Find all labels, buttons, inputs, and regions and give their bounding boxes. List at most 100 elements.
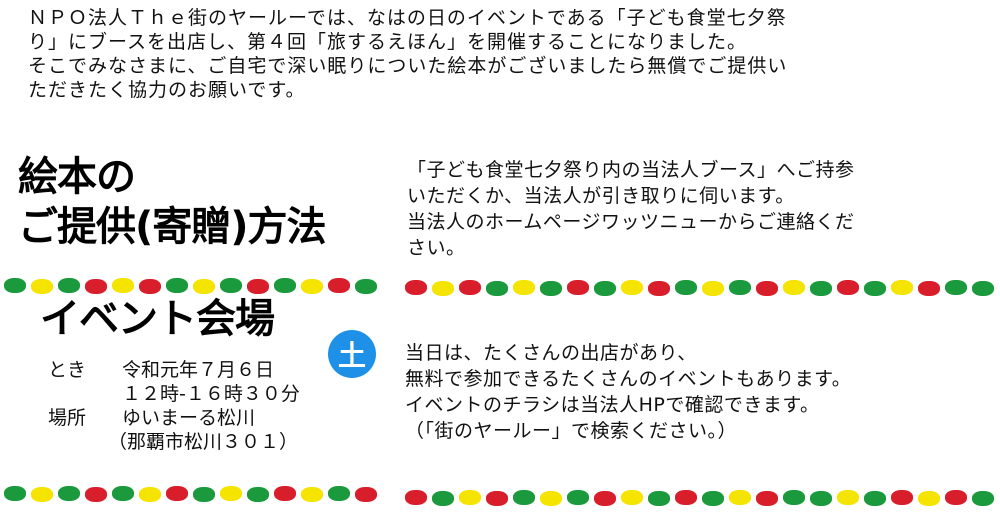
decorative-dot bbox=[274, 486, 296, 501]
event-line: 無料で参加できるたくさんのイベントもあります。 bbox=[405, 368, 852, 390]
decorative-dot bbox=[648, 491, 670, 506]
decorative-dot bbox=[193, 487, 215, 502]
place-row: 場所 ゆいまーる松川 bbox=[48, 406, 300, 430]
donation-method-text: 「子ども食堂七夕祭り内の当法人ブース」へご持参 いただくか、当法人が引き取りに伺… bbox=[407, 157, 987, 261]
decorative-dot bbox=[756, 281, 778, 296]
decorative-dot bbox=[918, 491, 940, 506]
decorative-dot bbox=[247, 279, 269, 294]
decorative-dot bbox=[594, 491, 616, 506]
intro-line: ただきたく協力のお願いです。 bbox=[28, 79, 306, 101]
venue-heading: イベント会場 bbox=[40, 296, 275, 342]
decorative-dot bbox=[459, 280, 481, 295]
date-row: とき 令和元年７月６日 bbox=[48, 358, 300, 382]
saturday-badge: 土 bbox=[328, 330, 376, 378]
intro-line: ＮＰＯ法人Ｔｈｅ街のヤールーでは、なはの日のイベントである「子ども食堂七夕祭 bbox=[28, 7, 787, 29]
decorative-dot bbox=[621, 280, 643, 295]
decorative-dot bbox=[355, 487, 377, 502]
donation-line: 当法人のホームページワッツニューからご連絡くだ bbox=[407, 211, 855, 233]
decorative-dot bbox=[702, 491, 724, 506]
decorative-dot bbox=[58, 486, 80, 501]
decorative-dot bbox=[972, 491, 994, 506]
donation-heading-line: ご提供(寄贈)方法 bbox=[18, 204, 327, 250]
decorative-dot bbox=[405, 490, 427, 505]
decorative-dot bbox=[837, 280, 859, 295]
decorative-dot bbox=[729, 490, 751, 505]
decorative-dot bbox=[328, 278, 350, 293]
dot-divider bbox=[405, 490, 995, 506]
decorative-dot bbox=[540, 281, 562, 296]
place-label: 場所 bbox=[48, 407, 87, 429]
decorative-dot bbox=[301, 487, 323, 502]
decorative-dot bbox=[85, 487, 107, 502]
decorative-dot bbox=[891, 490, 913, 505]
donation-heading-line: 絵本の bbox=[18, 154, 136, 200]
dot-divider bbox=[405, 280, 995, 296]
intro-line: り」にブースを出店し、第４回「旅するえほん」を開催することになりました。 bbox=[28, 31, 748, 53]
decorative-dot bbox=[945, 280, 967, 295]
decorative-dot bbox=[31, 487, 53, 502]
decorative-dot bbox=[648, 281, 670, 296]
event-details: とき 令和元年７月６日 １２時‐１６時３０分 場所 ゆいまーる松川 （那覇市松川… bbox=[48, 358, 300, 454]
decorative-dot bbox=[328, 486, 350, 501]
decorative-dot bbox=[513, 280, 535, 295]
intro-line: そこでみなさまに、ご自宅で深い眠りについた絵本がございましたら無償でご提供い bbox=[28, 55, 788, 77]
when-label: とき bbox=[48, 359, 87, 381]
decorative-dot bbox=[112, 278, 134, 293]
donation-line: 「子ども食堂七夕祭り内の当法人ブース」へご持参 bbox=[407, 159, 855, 181]
decorative-dot bbox=[972, 281, 994, 296]
decorative-dot bbox=[675, 280, 697, 295]
decorative-dot bbox=[729, 280, 751, 295]
event-address: （那覇市松川３０１） bbox=[108, 431, 299, 453]
decorative-dot bbox=[486, 491, 508, 506]
decorative-dot bbox=[891, 280, 913, 295]
decorative-dot bbox=[702, 281, 724, 296]
decorative-dot bbox=[918, 281, 940, 296]
decorative-dot bbox=[112, 486, 134, 501]
donation-line: さい。 bbox=[407, 237, 466, 259]
decorative-dot bbox=[166, 278, 188, 293]
decorative-dot bbox=[594, 281, 616, 296]
decorative-dot bbox=[756, 491, 778, 506]
event-line: イベントのチラシは当法人HPで確認できます。 bbox=[405, 394, 820, 416]
decorative-dot bbox=[220, 486, 242, 501]
decorative-dot bbox=[432, 281, 454, 296]
decorative-dot bbox=[621, 490, 643, 505]
decorative-dot bbox=[139, 279, 161, 294]
decorative-dot bbox=[675, 490, 697, 505]
decorative-dot bbox=[432, 491, 454, 506]
decorative-dot bbox=[166, 486, 188, 501]
decorative-dot bbox=[247, 487, 269, 502]
decorative-dot bbox=[31, 279, 53, 294]
decorative-dot bbox=[220, 278, 242, 293]
donation-line: いただくか、当法人が引き取りに伺います。 bbox=[407, 185, 795, 207]
event-place: ゆいまーる松川 bbox=[122, 407, 256, 429]
decorative-dot bbox=[567, 490, 589, 505]
decorative-dot bbox=[301, 279, 323, 294]
decorative-dot bbox=[540, 491, 562, 506]
decorative-dot bbox=[355, 279, 377, 294]
decorative-dot bbox=[783, 280, 805, 295]
decorative-dot bbox=[58, 278, 80, 293]
intro-text: ＮＰＯ法人Ｔｈｅ街のヤールーでは、なはの日のイベントである「子ども食堂七夕祭 り… bbox=[28, 6, 988, 102]
event-line: （「街のヤールー」で検索ください。） bbox=[405, 420, 738, 442]
decorative-dot bbox=[4, 278, 26, 293]
decorative-dot bbox=[274, 278, 296, 293]
decorative-dot bbox=[193, 279, 215, 294]
dot-divider bbox=[4, 278, 394, 294]
decorative-dot bbox=[513, 490, 535, 505]
decorative-dot bbox=[459, 490, 481, 505]
decorative-dot bbox=[864, 281, 886, 296]
dot-divider bbox=[4, 486, 394, 502]
decorative-dot bbox=[405, 280, 427, 295]
decorative-dot bbox=[486, 281, 508, 296]
decorative-dot bbox=[945, 490, 967, 505]
event-line: 当日は、たくさんの出店があり、 bbox=[405, 342, 697, 364]
donation-heading: 絵本の ご提供(寄贈)方法 bbox=[18, 152, 327, 252]
decorative-dot bbox=[810, 281, 832, 296]
time-row: １２時‐１６時３０分 bbox=[48, 382, 300, 406]
event-info-text: 当日は、たくさんの出店があり、 無料で参加できるたくさんのイベントもあります。 … bbox=[405, 340, 990, 444]
decorative-dot bbox=[864, 491, 886, 506]
decorative-dot bbox=[837, 490, 859, 505]
decorative-dot bbox=[783, 490, 805, 505]
decorative-dot bbox=[4, 486, 26, 501]
